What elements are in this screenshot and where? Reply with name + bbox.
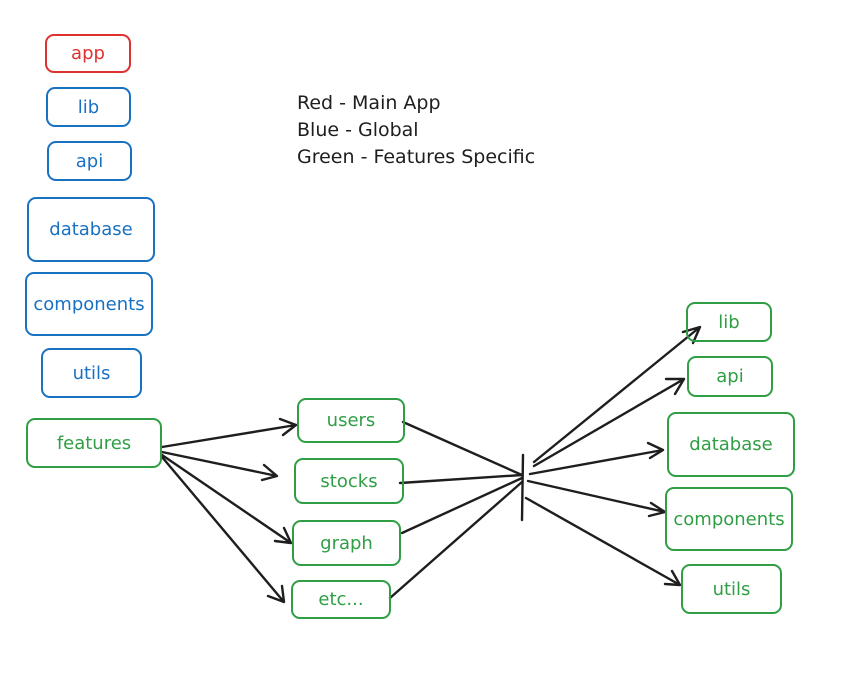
node-etc[interactable]: etc...: [291, 580, 391, 619]
node-lib-global[interactable]: lib: [46, 87, 131, 127]
arrow-junction-to-utils: [524, 496, 682, 587]
node-database-global[interactable]: database: [27, 197, 155, 262]
junction-bar: [520, 453, 525, 522]
node-utils-global[interactable]: utils: [41, 348, 142, 398]
node-stocks[interactable]: stocks: [294, 458, 404, 504]
node-api-global[interactable]: api: [47, 141, 132, 181]
legend-blue: Blue - Global: [297, 119, 419, 141]
node-app[interactable]: app: [45, 34, 131, 73]
arrow-junction-to-database: [528, 441, 665, 476]
line-stocks-to-junction: [398, 473, 524, 485]
arrow-features-to-users: [160, 417, 298, 449]
node-components-feature[interactable]: components: [665, 487, 793, 551]
line-graph-to-junction: [400, 476, 524, 535]
node-utils-feature[interactable]: utils: [681, 564, 782, 614]
node-database-feature[interactable]: database: [667, 412, 795, 477]
line-users-to-junction: [401, 420, 524, 477]
node-lib-feature[interactable]: lib: [686, 302, 772, 342]
color-legend: Red - Main App Blue - Global Green - Fea…: [297, 90, 535, 171]
arrow-junction-to-lib: [532, 325, 702, 464]
node-features[interactable]: features: [26, 418, 162, 468]
node-components-global[interactable]: components: [25, 272, 153, 336]
line-etc-to-junction: [388, 480, 524, 600]
node-graph[interactable]: graph: [292, 520, 401, 566]
node-users[interactable]: users: [297, 398, 405, 443]
arrow-features-to-stocks: [160, 450, 279, 482]
arrow-features-to-etc: [160, 455, 286, 604]
legend-green: Green - Features Specific: [297, 146, 536, 168]
legend-red: Red - Main App: [297, 92, 441, 114]
node-api-feature[interactable]: api: [687, 356, 773, 397]
arrow-features-to-graph: [160, 453, 293, 545]
arrow-junction-to-api: [532, 377, 686, 468]
